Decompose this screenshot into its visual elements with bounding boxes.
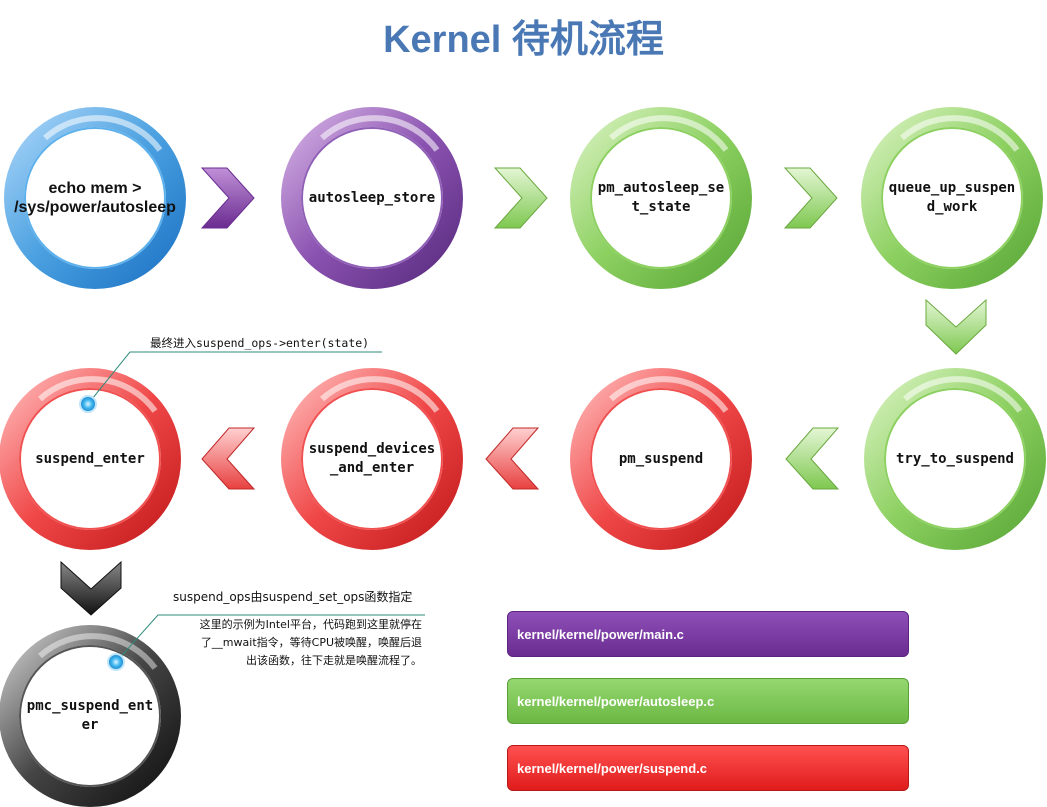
node-autosleep-store-ring (281, 107, 463, 289)
arrow-right-icon (493, 167, 548, 229)
node-suspend-devices-and-enter-label: suspend_devices_and_enter (308, 441, 436, 476)
arrow-down-icon (925, 298, 987, 355)
node-suspend-enter-label: suspend_enter (35, 450, 145, 467)
node-pm-autosleep-set-state-ring (570, 107, 752, 289)
node-queue-up-suspend-work-ring (861, 107, 1043, 289)
arrow-right-icon (783, 167, 838, 229)
node-queue-up-suspend-work-label: queue_up_suspend_work (888, 180, 1016, 215)
callout-dot (79, 395, 97, 413)
arrow-right-icon (200, 167, 255, 229)
callout-dot (107, 653, 125, 671)
page-title: Kernel 待机流程 (383, 19, 664, 61)
arrow-left-icon (785, 427, 840, 490)
callout-line (115, 614, 425, 663)
legend-autosleep-c: kernel/kernel/power/autosleep.c (507, 678, 909, 724)
node-pmc-suspend-enter-label: pmc_suspend_enter (26, 698, 154, 733)
node-echo-ring (4, 107, 186, 289)
node-pm-suspend-ring (570, 368, 752, 550)
node-try-to-suspend-ring (864, 368, 1046, 550)
intel-note-line: 出该函数，往下走就是唤醒流程了。 (246, 654, 422, 667)
callout-line (87, 351, 382, 405)
arrow-left-icon (485, 427, 540, 490)
legend-main-c: kernel/kernel/power/main.c (507, 611, 909, 657)
arrow-down-icon (60, 560, 122, 616)
intel-note: 这里的示例为Intel平台，代码跑到这里就停在 了__mwait指令，等待CPU… (150, 616, 422, 670)
intel-note-line: 了__mwait指令，等待CPU被唤醒，唤醒后退 (200, 636, 422, 649)
intel-note-line: 这里的示例为Intel平台，代码跑到这里就停在 (199, 618, 422, 631)
arrow-left-icon (201, 427, 256, 490)
node-suspend-devices-and-enter-ring (281, 368, 463, 550)
node-suspend-enter-ring (0, 368, 181, 550)
node-try-to-suspend-label: try_to_suspend (895, 450, 1014, 467)
node-pmc-suspend-enter-ring (0, 625, 181, 807)
node-echo-label: echo mem > /sys/power/autosleep (14, 180, 176, 216)
ops-note: suspend_ops由suspend_set_ops函数指定 (173, 590, 413, 604)
node-pm-autosleep-set-state-label: pm_autosleep_set_state (597, 180, 725, 215)
legend-suspend-c: kernel/kernel/power/suspend.c (507, 745, 909, 791)
enter-note: 最终进入suspend_ops->enter(state) (150, 336, 370, 350)
node-autosleep-store-label: autosleep_store (308, 189, 436, 206)
node-pm-suspend-label: pm_suspend (618, 450, 704, 467)
